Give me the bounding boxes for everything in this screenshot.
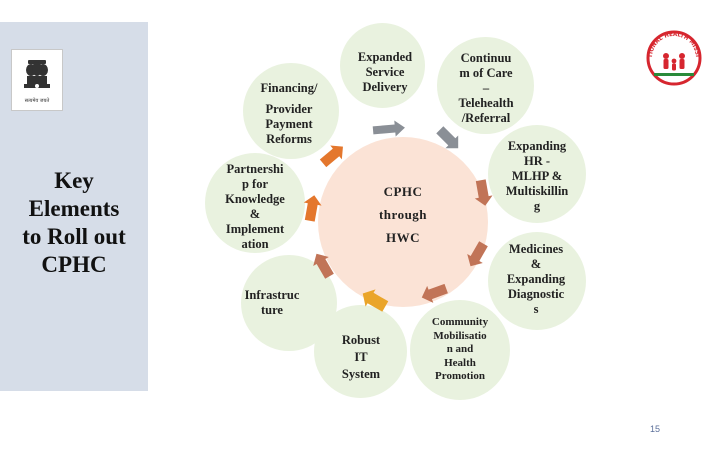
label-line: Implement [225,222,285,236]
sidebar-panel: सत्यमेव जयते Key Elements to Roll out CP… [0,22,148,391]
label-robust-it-system: Robust IT System [316,332,406,383]
slide-title-line: Elements [28,196,120,221]
page-number: 15 [650,424,661,434]
label-line: s [533,302,539,316]
label-line: Financing/ [260,81,318,95]
label-line: Expanded [357,50,413,64]
label-line: IT [354,350,368,364]
label-line: p for [241,177,269,191]
bubble-medicines-diagnostics [488,232,586,330]
label-expanding-hr: Expanding HR - MLHP & Multiskillin g [490,139,584,214]
label-continuum-of-care: Continuu m of Care – Telehealth /Referra… [440,51,532,126]
nhm-logo: NATIONAL HEALTH MISSION [638,24,708,90]
bubble-financing-reforms [243,63,339,159]
label-line: Provider [265,102,313,116]
label-line: n and [446,343,474,355]
slide-title: Key Elements to Roll out CPHC [0,167,148,279]
label-line: Community [431,316,489,328]
center-circle [318,137,488,307]
center-label: CPHC through HWC [318,180,488,249]
label-line: Promotion [435,370,485,382]
label-line: Robust [341,333,381,347]
label-line: Telehealth [458,96,514,110]
label-line: Partnershi [226,162,284,176]
arrow-icon [313,253,334,279]
label-line: Mobilisatio [433,329,487,342]
label-financing-reforms: Financing/ Provider Payment Reforms [243,81,335,147]
label-line: HR - [523,154,551,168]
bubble-partnership-knowledge [205,153,305,253]
label-line: MLHP & [511,169,563,183]
label-line: Health [444,356,476,369]
label-line: m of Care [459,66,513,80]
arrow-icon [421,283,448,303]
center-label-line: through [378,207,428,222]
label-community-mobilisation: Community Mobilisatio n and Health Promo… [415,316,505,384]
national-emblem-icon: सत्यमेव जयते [11,49,63,111]
label-line: & [249,207,261,221]
center-label-line: CPHC [383,184,423,199]
arrow-icon [474,179,493,206]
label-line: Infrastruc [244,288,300,302]
label-line: Reforms [266,132,312,146]
label-line: & [530,257,542,271]
bubble-community-mobilisation [410,300,510,400]
label-line: g [533,199,541,213]
label-line: ture [261,303,283,317]
label-line: Diagnostic [507,287,565,301]
arrow-icon [319,145,343,168]
label-line: Expanding [506,272,566,286]
label-line: Delivery [362,80,408,94]
label-line: Service [365,65,405,79]
label-line: – [482,81,490,95]
slide-title-line: to Roll out [22,224,126,249]
label-line: Knowledge [225,192,285,206]
label-partnership-knowledge: Partnershi p for Knowledge & Implement a… [208,162,302,252]
label-medicines-diagnostics: Medicines & Expanding Diagnostic s [488,242,584,317]
label-line: System [341,367,381,381]
label-expanded-service-delivery: Expanded Service Delivery [340,50,430,95]
arrow-icon [362,289,389,312]
label-line: Expanding [507,139,567,153]
slide-title-line: CPHC [41,252,107,277]
bubble-continuum-of-care [437,37,534,134]
arrow-icon [436,126,459,149]
label-line: Payment [265,117,313,131]
label-line: ation [241,237,269,251]
label-line: Multiskillin [505,184,569,198]
arrow-icon [372,120,405,137]
label-line: /Referral [461,111,511,125]
bubble-expanding-hr [488,125,586,223]
arrow-icon [303,195,322,222]
center-label-line: HWC [386,230,420,245]
label-line: Continuu [460,51,512,65]
arrow-icon [467,241,488,267]
slide-title-line: Key [54,168,94,193]
bubble-expanded-service-delivery [340,23,425,108]
label-infrastructure: Infrastruc ture [226,288,318,318]
label-line: Medicines [508,242,564,256]
emblem-caption: सत्यमेव जयते [25,97,50,104]
